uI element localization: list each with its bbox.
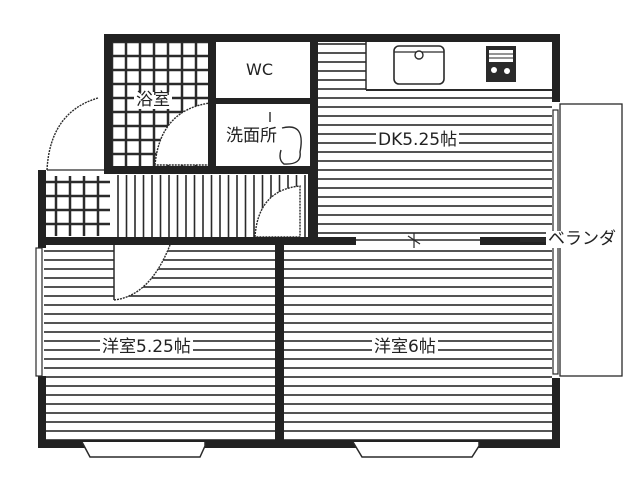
label-western-2: 洋室6帖 bbox=[372, 337, 438, 357]
label-western-1: 洋室5.25帖 bbox=[100, 337, 193, 357]
room1-door-swing-icon bbox=[113, 244, 171, 301]
hall-door-swing-icon bbox=[254, 185, 301, 238]
label-veranda: ベランダ bbox=[546, 229, 618, 249]
kitchen-sink-icon bbox=[393, 45, 445, 85]
gas-stove-icon bbox=[486, 46, 516, 82]
room-wc bbox=[215, 40, 311, 100]
sliding-door bbox=[356, 233, 480, 248]
bay-windows bbox=[81, 441, 480, 458]
washbasin-icon bbox=[279, 126, 302, 165]
bay-window-left bbox=[81, 441, 206, 458]
bay-window-right bbox=[352, 441, 480, 458]
label-wc: WC bbox=[246, 60, 273, 79]
walls bbox=[38, 34, 560, 448]
hallway bbox=[44, 97, 309, 238]
room-washroom bbox=[215, 102, 311, 166]
entry-door-swing-icon bbox=[46, 97, 99, 171]
left-window bbox=[35, 247, 43, 377]
label-washroom: 洗面所 bbox=[226, 126, 277, 146]
room-dk bbox=[318, 42, 554, 238]
label-bath: 浴室 bbox=[134, 90, 172, 110]
label-dk: DK5.25帖 bbox=[376, 130, 460, 150]
